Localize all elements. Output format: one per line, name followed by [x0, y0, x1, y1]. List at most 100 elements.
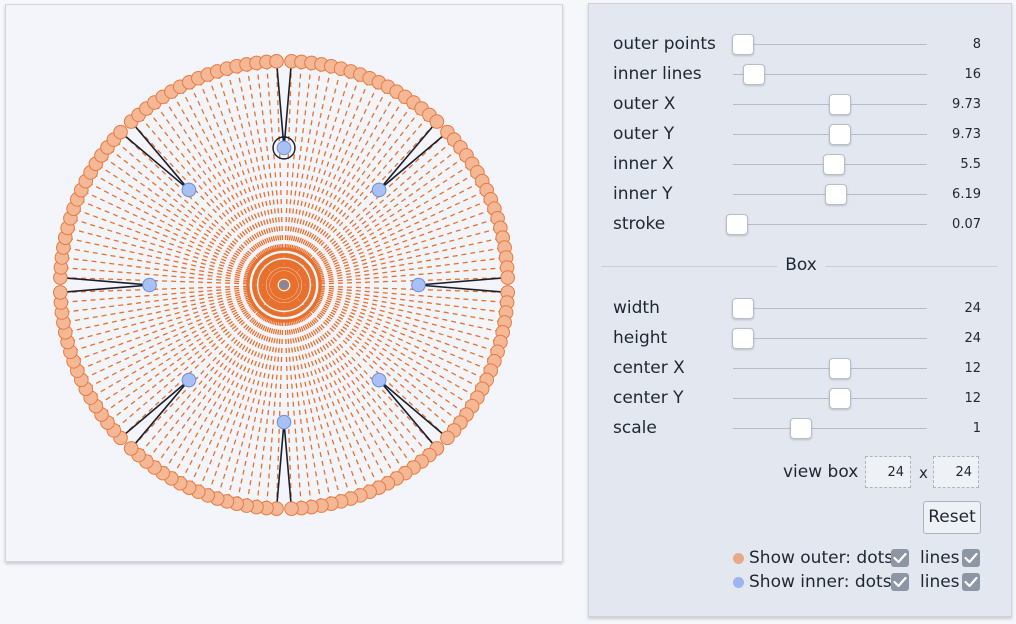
dashed-guide-line: [179, 284, 285, 484]
box-section-label: Box: [777, 255, 825, 275]
inner-connector-line: [275, 61, 285, 148]
outer-point-dot: [123, 441, 139, 456]
inner-connector-line: [378, 121, 438, 191]
inner-point-dot: [181, 372, 197, 388]
slider-thumb[interactable]: [828, 358, 851, 379]
outer-point-dot: [440, 430, 455, 446]
outer-dots-checkbox[interactable]: [891, 549, 909, 567]
dashed-guide-line: [283, 284, 293, 509]
inner-point-dot: [371, 182, 387, 198]
inner-show-text: Show inner: dots: [749, 572, 892, 592]
dashed-guide-line: [283, 86, 389, 286]
dashed-guide-line: [283, 284, 455, 431]
slider-thumb[interactable]: [731, 298, 754, 319]
slider-value: 9.73: [952, 97, 981, 112]
dashed-guide-line: [283, 284, 423, 462]
outer-show-text: Show outer: dots: [749, 548, 893, 568]
outer-dots-label: dots: [856, 548, 894, 568]
slider-thumb[interactable]: [822, 154, 845, 175]
slider-track[interactable]: [733, 308, 927, 309]
slider-label: scale: [613, 418, 657, 438]
dashed-guide-line: [283, 131, 448, 286]
slider-value: 12: [964, 391, 981, 406]
slider-label: height: [613, 328, 668, 348]
reset-button[interactable]: Reset: [923, 501, 981, 534]
slider-track[interactable]: [733, 338, 927, 339]
slider-track[interactable]: [733, 44, 927, 45]
slider-value: 12: [964, 361, 981, 376]
inner-connector-line: [60, 284, 150, 294]
dashed-guide-line: [145, 284, 285, 462]
preview-svg[interactable]: [6, 5, 562, 561]
dashed-guide-line: [283, 108, 423, 286]
slider-thumb[interactable]: [828, 94, 851, 115]
slider-value: 24: [964, 331, 981, 346]
dashed-guide-line: [283, 146, 461, 286]
dashed-guide-line: [283, 284, 483, 390]
slider-label: outer Y: [613, 124, 675, 144]
slider-thumb[interactable]: [725, 214, 748, 235]
slider-value: 16: [964, 67, 981, 82]
slider-label: inner lines: [613, 64, 702, 84]
slider-thumb[interactable]: [789, 418, 812, 439]
canvas-panel[interactable]: [5, 4, 563, 562]
dashed-guide-line: [283, 284, 438, 449]
inner-dots-label: dots: [854, 572, 892, 592]
slider-label: center Y: [613, 388, 684, 408]
inner-lines-checkbox[interactable]: [962, 573, 980, 591]
inner-connector-line: [120, 131, 190, 191]
slider-value: 24: [964, 301, 981, 316]
viewbox-height-input[interactable]: 24: [933, 456, 979, 488]
slider-thumb[interactable]: [824, 184, 847, 205]
viewbox-separator: x: [919, 464, 928, 482]
slider-track[interactable]: [733, 74, 927, 75]
inner-point-dot: [371, 372, 387, 388]
center-point: [280, 281, 288, 289]
inner-dots-checkbox[interactable]: [891, 573, 909, 591]
inner-connector-line: [130, 121, 190, 191]
inner-connector-line: [418, 276, 508, 286]
slider-row-center-y: center Y 12: [589, 384, 1013, 414]
center-ring: [258, 259, 310, 311]
slider-row-height: height 24: [589, 324, 1013, 354]
outer-point-dot: [113, 124, 128, 140]
viewbox-width-input[interactable]: 24: [865, 456, 911, 488]
outer-point-dot: [429, 114, 445, 129]
outer-lines-checkbox[interactable]: [962, 549, 980, 567]
dashed-guide-line: [138, 284, 285, 456]
outer-point-dot: [284, 501, 299, 516]
slider-value: 8: [972, 37, 981, 52]
slider-label: width: [613, 298, 660, 318]
dashed-guide-line: [283, 61, 293, 286]
outer-show-label: Show outer:: [749, 548, 851, 568]
dashed-guide-line: [283, 276, 508, 286]
slider-thumb[interactable]: [828, 124, 851, 145]
inner-lines-label: lines: [920, 572, 960, 592]
slider-thumb[interactable]: [731, 328, 754, 349]
dashed-guide-line: [85, 284, 285, 390]
slider-thumb[interactable]: [828, 388, 851, 409]
slider-track[interactable]: [733, 224, 927, 225]
viewbox-label: view box: [783, 462, 859, 482]
inner-point-dot: [276, 140, 292, 156]
outer-point-dot: [53, 285, 68, 300]
inner-connector-line: [378, 131, 448, 191]
dashed-guide-line: [107, 146, 285, 286]
selected-point-ring: [272, 136, 296, 160]
slider-track[interactable]: [733, 428, 927, 429]
slider-thumb[interactable]: [743, 64, 766, 85]
slider-value: 1: [972, 421, 981, 436]
center-ring: [266, 267, 302, 303]
dashed-guide-line: [283, 284, 461, 424]
slider-thumb[interactable]: [731, 34, 754, 55]
dashed-guide-line: [130, 284, 285, 449]
dashed-guide-line: [283, 284, 508, 294]
dashed-guide-line: [120, 131, 285, 286]
dashed-guide-line: [283, 284, 448, 439]
